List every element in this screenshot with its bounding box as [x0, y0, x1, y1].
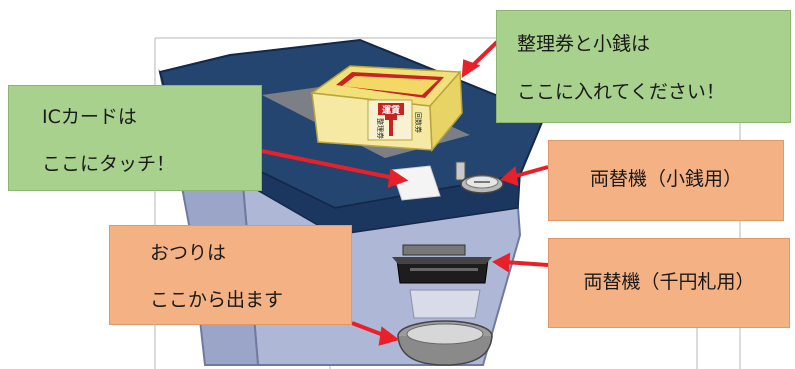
callout-change-line1: おつりは	[150, 242, 227, 264]
fare-red-badge	[378, 103, 404, 115]
arrow-change-tray	[351, 321, 387, 338]
callout-change-line2: ここから出ます	[150, 289, 284, 311]
arrow-bill-changer	[504, 260, 549, 267]
bill-changer	[392, 244, 492, 319]
annotation-arrows	[261, 40, 549, 346]
callout-ticket-line1: 整理券と小銭は	[517, 33, 651, 55]
ticket-coin-box: 運賃 整理券 回数券	[309, 65, 463, 153]
callout-ic-line1: ICカードは	[42, 106, 137, 128]
callout-ic-line2: ここにタッチ！	[42, 153, 176, 175]
arrow-ic-card	[261, 149, 395, 180]
ticket-box-front-label: 運賃	[382, 104, 400, 116]
arrow-coin-changer	[511, 165, 549, 179]
coin-changer	[455, 161, 504, 194]
ticket-box-side-label: 整理券	[376, 118, 385, 139]
callout-bill-changer-text: 両替機（千円札用）	[583, 271, 755, 293]
ticket-box-right-label: 回数券	[414, 112, 423, 133]
callout-coin-changer: 両替機（小銭用）	[548, 140, 784, 221]
callout-ticket-line2: ここに入れてください！	[517, 81, 725, 103]
callout-ticket-coins: 整理券と小銭は ここに入れてください！	[496, 10, 791, 123]
callout-bill-changer: 両替機（千円札用）	[548, 238, 790, 328]
callout-coin-changer-text: 両替機（小銭用）	[589, 168, 742, 190]
callout-change-tray: おつりは ここから出ます	[109, 225, 352, 325]
callout-ic-card: ICカードは ここにタッチ！	[8, 85, 262, 191]
change-tray	[397, 320, 493, 366]
ic-card-reader	[391, 165, 441, 201]
